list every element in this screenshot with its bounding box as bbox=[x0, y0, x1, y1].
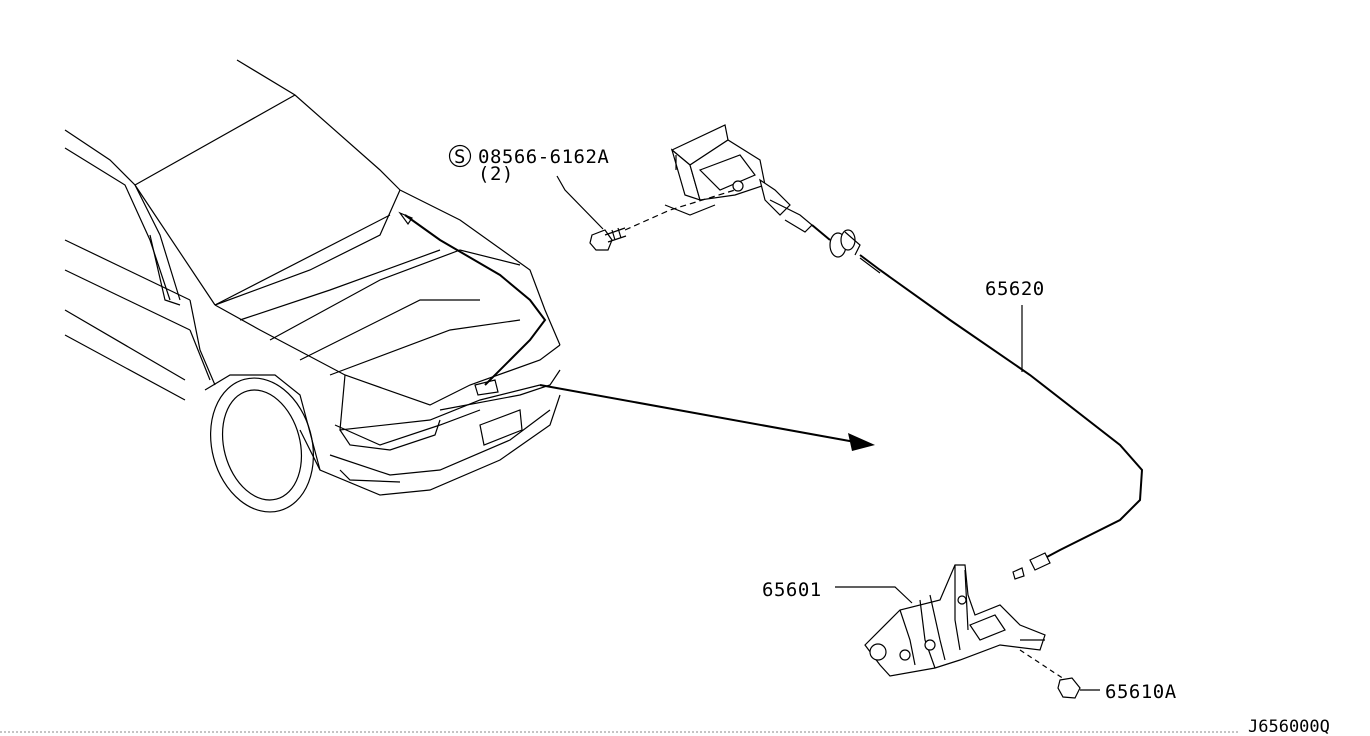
screw-part bbox=[556, 175, 627, 251]
hood-lock-assembly bbox=[835, 564, 1046, 677]
car-illustration bbox=[64, 59, 561, 513]
screw-part-number: 08566-6162A bbox=[478, 146, 609, 168]
lock-part-number: 65601 bbox=[762, 579, 822, 601]
clip-part bbox=[1019, 649, 1100, 699]
hood-release-handle bbox=[624, 124, 813, 233]
s-symbol-circle bbox=[448, 144, 472, 168]
clip-part-number: 65610A bbox=[1105, 681, 1177, 703]
pointer-arrow bbox=[539, 384, 875, 451]
screw-quantity: (2) bbox=[478, 163, 514, 185]
diagram-code: J656000Q bbox=[1248, 717, 1330, 736]
screw-label: S 08566-6162A (2) bbox=[448, 144, 609, 185]
hood-release-cable bbox=[811, 224, 1144, 580]
cable-part-number: 65620 bbox=[985, 278, 1045, 300]
screw-symbol: S bbox=[454, 146, 466, 168]
